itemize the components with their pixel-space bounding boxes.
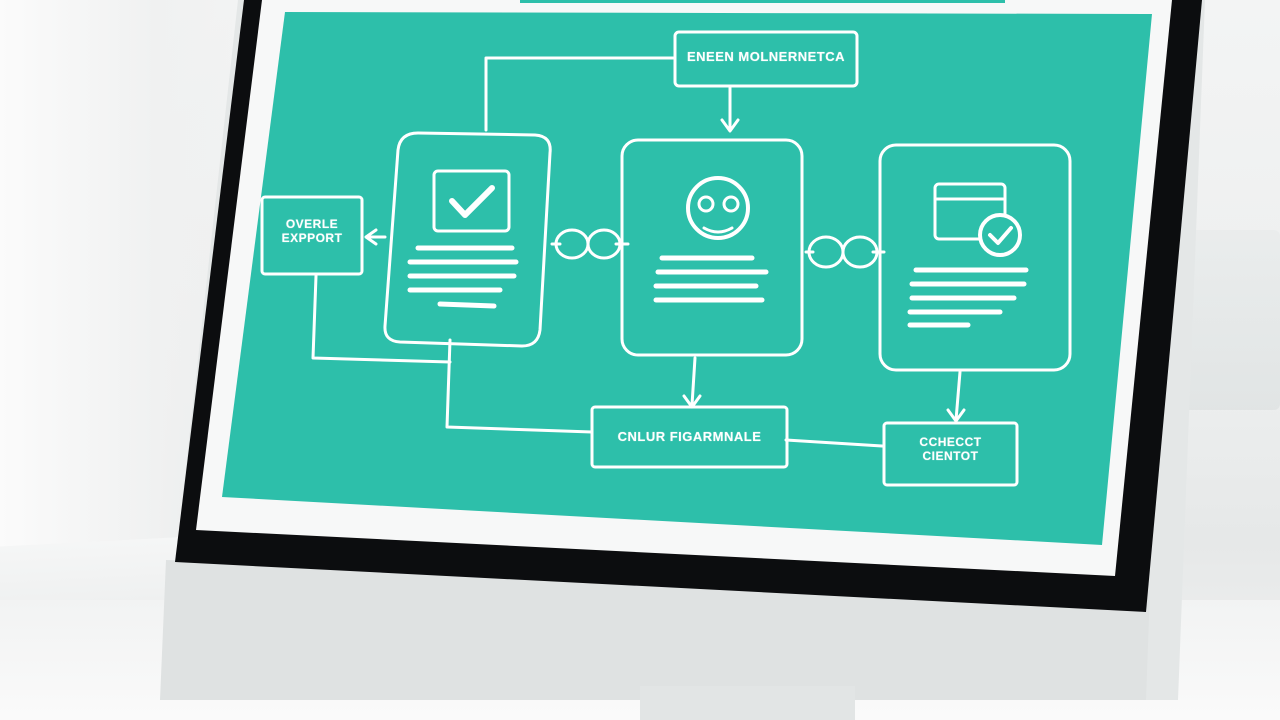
top-box xyxy=(673,30,859,88)
card-2 xyxy=(620,138,804,357)
arrow-head xyxy=(946,408,966,423)
screen-display xyxy=(222,12,1152,545)
user-face-icon xyxy=(686,176,750,240)
top-box-label: ENEEN MOLNERNETCA xyxy=(686,49,845,64)
card-1 xyxy=(383,131,552,348)
chain-link-icon xyxy=(804,235,886,269)
left-box xyxy=(260,195,364,276)
connector-line xyxy=(445,338,594,434)
bottom-right-box-label: CCHECCT CIENTOT xyxy=(919,435,982,463)
window-check-icon xyxy=(933,182,1007,241)
bottom-center-box xyxy=(590,405,789,469)
connector-line xyxy=(690,356,697,407)
connector-line xyxy=(311,274,452,364)
connector-line xyxy=(784,438,884,448)
chain-link-icon xyxy=(550,228,630,260)
screen-top-strip xyxy=(520,0,1005,3)
bottom-right-box xyxy=(882,421,1019,487)
connector-line xyxy=(954,370,962,422)
checkbox-check-icon xyxy=(432,169,511,233)
monitor-stand xyxy=(640,686,855,720)
arrow-head xyxy=(720,118,740,133)
connector-line xyxy=(484,56,675,132)
arrow-head xyxy=(364,228,378,246)
card-3 xyxy=(878,143,1072,372)
left-box-label: OVERLE EXPPORT xyxy=(281,217,343,245)
bottom-center-box-label: CNLUR FIGARMNALE xyxy=(617,429,762,444)
